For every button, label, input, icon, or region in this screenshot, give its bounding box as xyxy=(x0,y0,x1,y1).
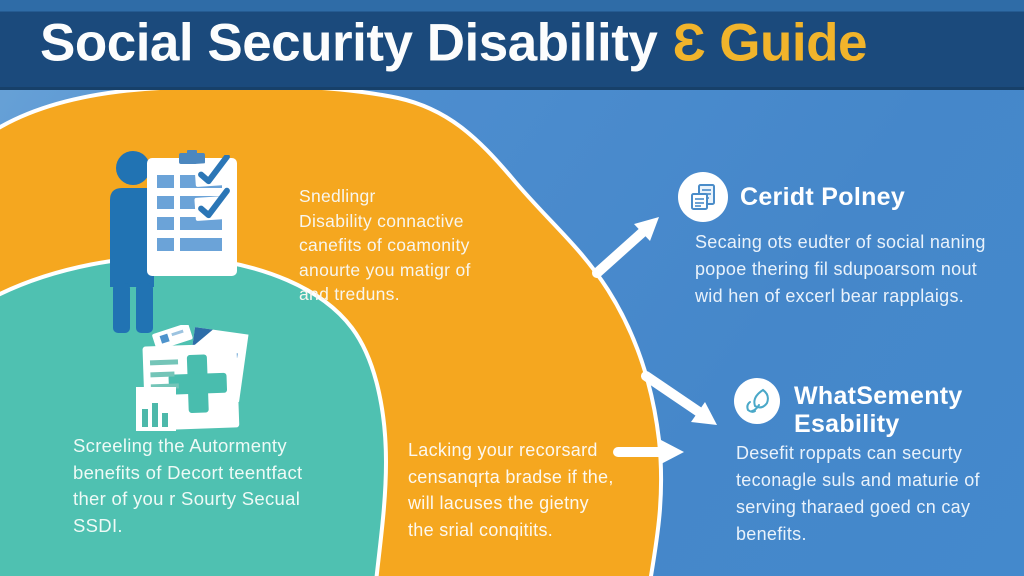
leaf-hand-icon xyxy=(734,378,780,424)
arrow-icon-southeast xyxy=(641,371,717,425)
medical-records-icon xyxy=(136,325,249,431)
note-teal: Screeling the Autormenty benefits of Dec… xyxy=(73,435,303,536)
arrow-icon-east xyxy=(613,440,684,464)
section-body-disability: Desefit roppats can securty teconagle su… xyxy=(736,443,980,544)
checkmark-icons xyxy=(194,155,230,221)
documents-icon xyxy=(678,172,728,222)
arrow-icon-northeast xyxy=(592,217,659,278)
section-title-disability: WhatSementy Esability xyxy=(794,382,963,438)
page-title-accent: Ɛ Guide xyxy=(672,12,867,72)
note-records: Lacking your recorsard censanqrta bradse… xyxy=(408,440,614,540)
page-title-main: Social Security Disability xyxy=(40,12,658,72)
section-title-credit-policy: Ceridt Polney xyxy=(740,183,906,211)
leaf-hand-icon-glyph xyxy=(746,388,769,413)
section-body-credit-policy: Secaing ots eudter of social naning popo… xyxy=(695,232,986,306)
documents-icon-glyph xyxy=(691,184,715,210)
note-screening: Snedlingr Disability connactive canefits… xyxy=(299,186,471,304)
